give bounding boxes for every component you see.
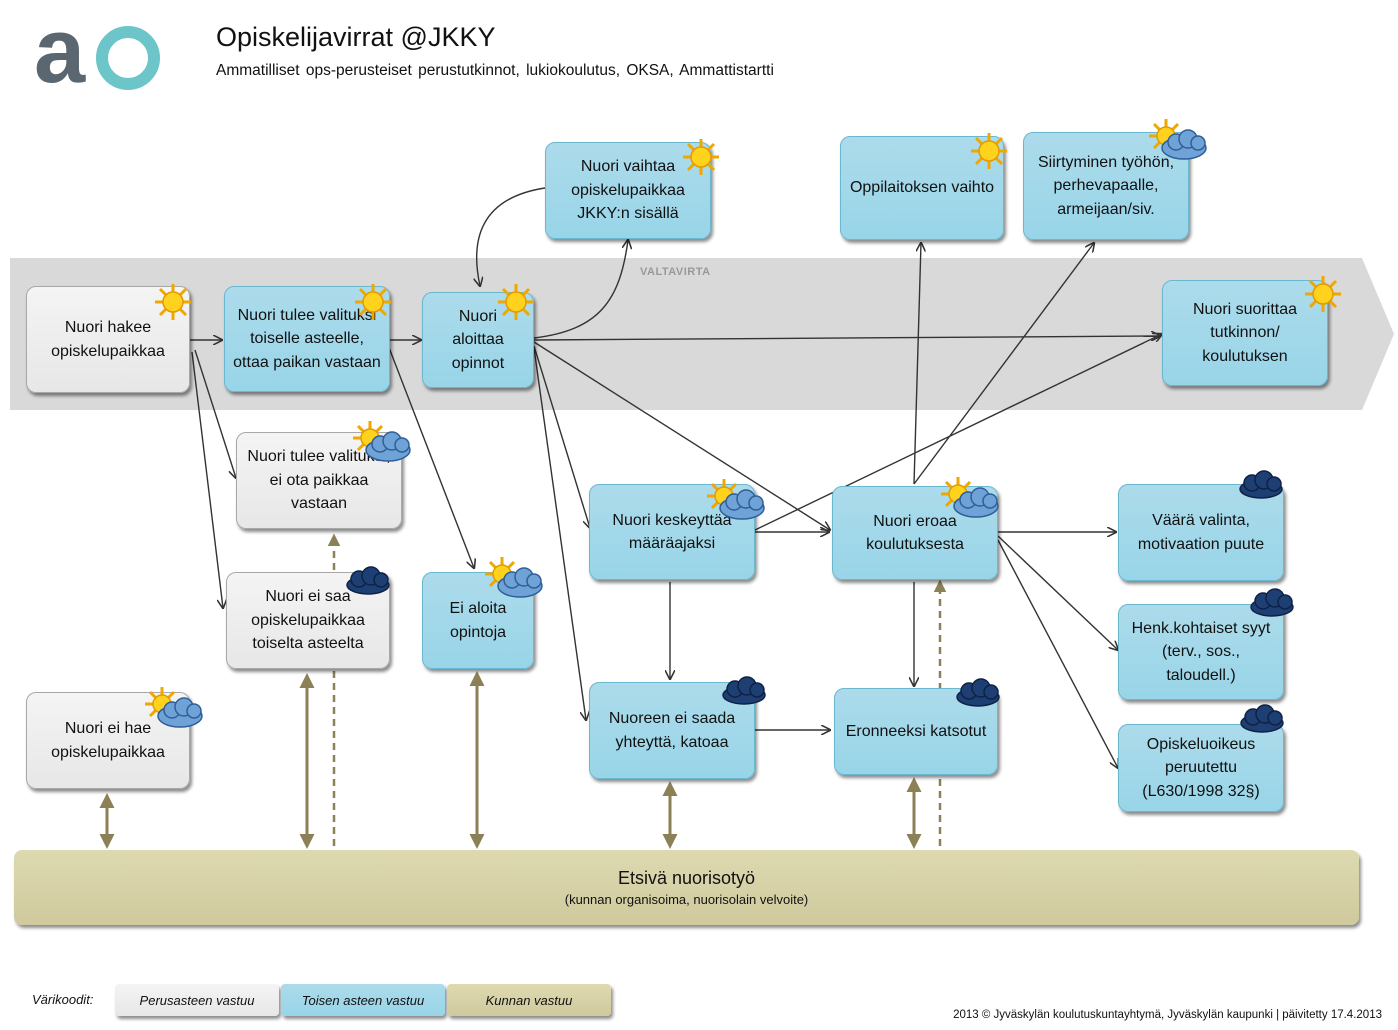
page-title: Opiskelijavirrat @JKKY <box>216 22 496 52</box>
dark-cloud-icon <box>1240 704 1284 733</box>
box-henk-syyt: Henk.kohtaiset syyt (terv., sos., taloud… <box>1118 604 1284 700</box>
etsiva-title: Etsivä nuorisotyö <box>617 868 756 888</box>
sun-icon <box>498 284 534 320</box>
sun-icon <box>683 139 719 175</box>
box-keskeyttaa: Nuori keskeyttää määräajaksi <box>589 484 755 580</box>
sun-cloud-icon <box>145 687 203 728</box>
dark-cloud-icon <box>722 676 766 705</box>
dark-cloud-icon <box>346 566 390 595</box>
legend-kunta: Kunnan vastuu <box>447 984 611 1016</box>
page-subtitle: Ammatilliset ops-perusteiset perustutkin… <box>216 62 774 79</box>
sun-icon <box>355 284 391 320</box>
dark-cloud-icon <box>1250 588 1294 617</box>
footer-copyright: 2013 © Jyväskylän koulutuskuntayhtymä, J… <box>953 1009 1382 1021</box>
sun-icon <box>1305 276 1341 312</box>
logo-a: a <box>34 14 86 90</box>
sun-cloud-icon <box>485 557 543 598</box>
ao-logo: a <box>34 14 160 90</box>
logo-o <box>96 26 160 90</box>
arrow-eroaa-henk <box>997 535 1118 650</box>
box-tulee-valituksi-ottaa: Nuori tulee valituksi toiselle asteelle,… <box>224 286 390 392</box>
box-oppilaitos-vaihto: Oppilaitoksen vaihto <box>840 136 1004 240</box>
sun-icon <box>155 284 191 320</box>
sun-cloud-icon <box>353 421 411 462</box>
box-oikeus-peruutettu: Opiskeluoikeus peruutettu (L630/1998 32§… <box>1118 724 1284 812</box>
band-label: VALTAVIRTA <box>640 266 711 278</box>
arrow-eroaa-peruutettu <box>997 539 1118 768</box>
legend-perusaste: Perusasteen vastuu <box>115 984 279 1016</box>
sun-cloud-icon <box>941 477 999 518</box>
sun-cloud-icon <box>707 479 765 520</box>
sun-icon <box>971 133 1007 169</box>
legend-toinen-aste: Toisen asteen vastuu <box>281 984 445 1016</box>
legend-label: Värikoodit: <box>32 992 94 1007</box>
etsiva-nuorisotyo-bar: Etsivä nuorisotyö (kunnan organisoima, n… <box>14 850 1359 925</box>
dark-cloud-icon <box>1239 470 1283 499</box>
box-siirtyminen: Siirtyminen työhön, perhevapaalle, armei… <box>1023 132 1189 240</box>
dark-cloud-icon <box>956 678 1000 707</box>
box-vaara-valinta: Väärä valinta, motivaation puute <box>1118 484 1284 581</box>
box-suorittaa: Nuori suorittaa tutkinnon/ koulutuksen <box>1162 280 1328 386</box>
etsiva-subtitle: (kunnan organisoima, nuorisolain velvoit… <box>564 892 809 907</box>
sun-cloud-icon <box>1149 119 1207 160</box>
